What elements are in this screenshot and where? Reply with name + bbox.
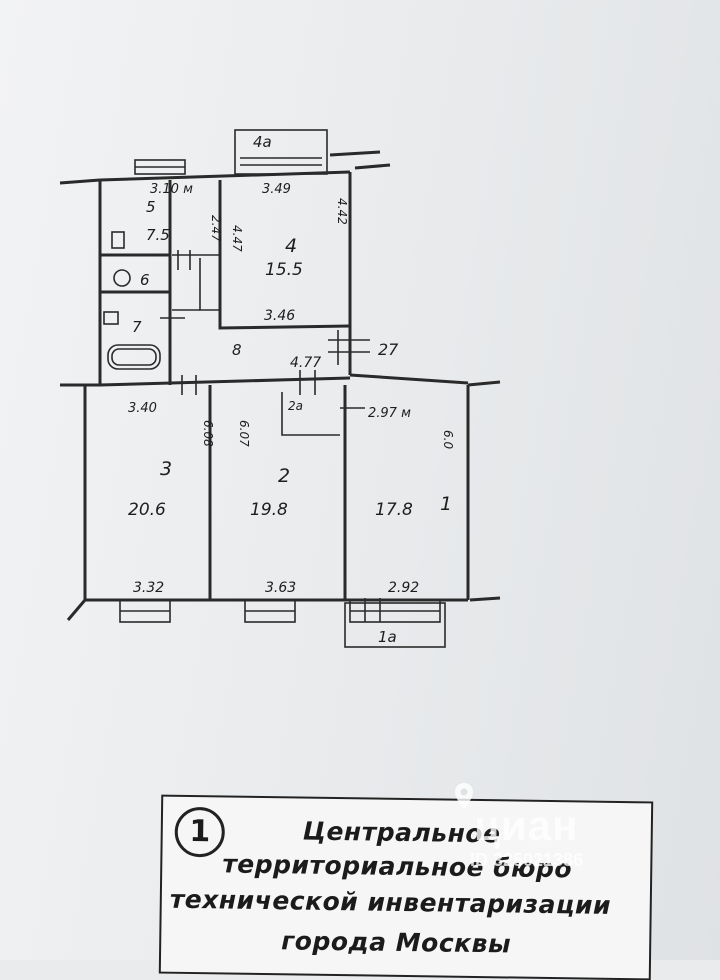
dim-room1-side: 6.0 <box>441 430 455 449</box>
room-1-area: 17.8 <box>375 500 413 520</box>
room-3-area: 20.6 <box>128 500 166 520</box>
balcony-1a <box>344 602 446 648</box>
window-marks-top <box>134 159 186 175</box>
dim-ceiling-height: 27 <box>378 340 399 359</box>
room-7-number: 7 <box>132 318 142 336</box>
dim-room4-top: 3.49 <box>262 182 291 197</box>
dim-room4-right: 4.42 <box>335 198 349 225</box>
dim-room3-bottom: 3.32 <box>133 580 164 596</box>
balcony-4a-label: 4a <box>253 133 272 151</box>
stamp-line-1: Центральное <box>302 816 501 849</box>
room-1-number: 1 <box>440 493 452 515</box>
room-8-number: 8 <box>232 341 242 359</box>
dim-room3-top: 3.40 <box>128 401 157 416</box>
room-5-area: 7.5 <box>146 226 170 244</box>
dim-room2-side: 6.07 <box>237 420 251 447</box>
room-2-area: 19.8 <box>250 500 288 520</box>
dim-room1-bottom: 2.92 <box>388 580 419 596</box>
door-marks <box>160 250 381 622</box>
dim-room4-bottom: 3.46 <box>264 308 295 324</box>
stamp-line-2: территориальное бюро <box>222 849 573 884</box>
dim-room3-side: 6.08 <box>201 420 215 447</box>
dim-hall-width: 4.77 <box>290 355 321 371</box>
room-2-number: 2 <box>278 465 290 487</box>
room-5-number: 5 <box>146 198 156 216</box>
bathtub-icon <box>107 344 161 370</box>
dim-room4-left: 4.47 <box>230 225 244 252</box>
dim-room1-top: 2.97 м <box>368 406 411 421</box>
toilet-icon <box>113 269 131 287</box>
balcony-4a <box>234 129 328 175</box>
floor-plan: 4a 1a 1 17.8 2 19.8 3 20.6 4 15.5 5 7.5 … <box>59 129 501 648</box>
dim-room2-bottom: 3.63 <box>265 580 296 596</box>
window-marks-bottom <box>119 599 441 623</box>
bti-stamp: 1 Центральное территориальное бюро техни… <box>158 794 654 980</box>
room-4-area: 15.5 <box>265 260 303 280</box>
room-4-number: 4 <box>285 235 297 257</box>
room-3-number: 3 <box>160 458 172 480</box>
stamp-line-3: технической инвентаризации <box>169 884 612 920</box>
dim-room5-width: 3.10 м <box>150 182 193 197</box>
interior-walls <box>99 180 351 600</box>
stamp-line-4: города Москвы <box>281 926 512 959</box>
sink-icon <box>103 231 125 325</box>
stamp-number: 1 <box>174 806 226 858</box>
outer-walls <box>59 150 501 621</box>
room-6-number: 6 <box>140 271 150 289</box>
dim-room5-height: 2.47 <box>209 215 223 242</box>
room-2a-number: 2а <box>288 399 303 413</box>
balcony-1a-label: 1a <box>378 628 397 646</box>
